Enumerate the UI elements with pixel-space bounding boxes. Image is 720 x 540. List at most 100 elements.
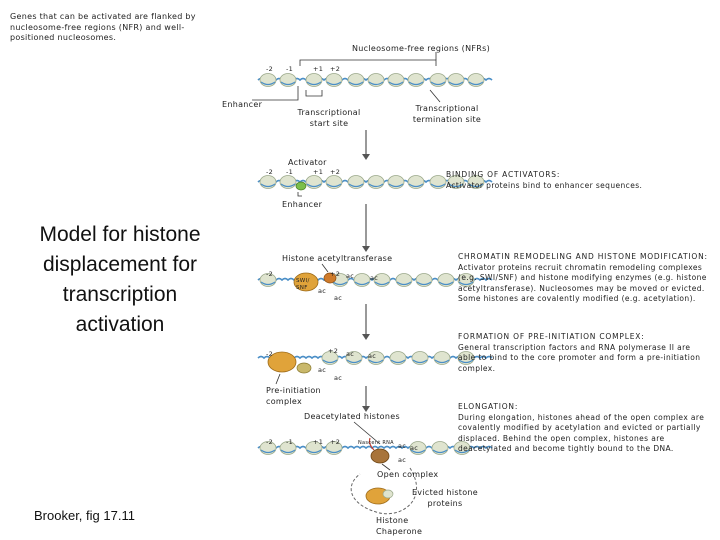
open-complex-pointer [381,463,391,471]
ac-label: ac [370,274,379,282]
nucleosome-wrap [260,281,276,286]
nucleosome-wrap [374,281,390,286]
figure-citation: Brooker, fig 17.11 [34,508,135,523]
ac-label: ac [410,444,419,452]
nucleosome-wrap [412,359,428,364]
nucleosome-wrap [448,81,464,86]
enhancer-label-2: Enhancer [282,200,323,209]
step-chromatin-remodeling: CHROMATIN REMODELING AND HISTONE MODIFIC… [458,252,716,305]
nucleosome-wrap [280,81,296,86]
nucleosome-wrap [448,183,464,188]
nucleosome-wrap [354,281,370,286]
nucleosome-wrap [468,183,484,188]
ac-label: ac [346,272,355,280]
nucleosome-wrap [388,81,404,86]
pos-label: +2 [330,65,341,73]
ac-label: ac [318,287,327,295]
pos-label: -2 [266,270,274,278]
activator-protein [295,181,307,191]
pos-label: -2 [266,168,274,176]
nucleosome-wrap [416,281,432,286]
pos-label: -1 [286,438,294,446]
nfr-label: Nucleosome-free regions (NFRs) [352,44,491,53]
nucleosome-wrap [408,183,424,188]
activator-label: Activator [288,158,327,167]
nascent-rna-strand [368,437,375,451]
hat-pointer [321,263,329,273]
pos-label: +2 [330,270,341,278]
pos-label: -2 [266,350,274,358]
evicted-histone [382,489,394,499]
step-heading: BINDING OF ACTIVATORS: [446,170,561,179]
hat-enzyme [323,272,337,284]
deacetylated-label: Deacetylated histones [304,412,400,421]
nucleosome-wrap [430,81,446,86]
nucleosome-wrap [408,81,424,86]
ac-label: ac [398,442,407,450]
ac-label: ac [334,294,343,302]
arrow-head [362,406,370,412]
ac-label: ac [334,374,343,382]
tts-pointer [429,89,441,103]
swi-snf-label: SWI/ SNF [296,278,310,291]
rna-polymerase [296,362,312,374]
pos-label: +1 [313,65,324,73]
nucleosome-wrap [454,449,470,454]
arrow-head [362,246,370,252]
enhancer-pointer [297,192,302,197]
nucleosome-wrap [388,183,404,188]
nucleosome-wrap [458,359,474,364]
pic-pointer [275,373,281,385]
nucleosome-wrap [468,81,484,86]
step-body: During elongation, histones ahead of the… [458,412,705,454]
swi-snf-complex [293,272,319,292]
nucleosome-wrap [348,183,364,188]
pre-initiation-complex [267,351,297,373]
pos-label: -2 [266,438,274,446]
arrow-head [362,334,370,340]
nucleosome-wrap [368,359,384,364]
pos-label: -2 [266,65,274,73]
pos-label: +1 [313,438,324,446]
dna-strand [257,445,493,450]
deacetylated-pointer [353,421,381,445]
step-elongation: ELONGATION: During elongation, histones … [458,402,716,455]
intro-text: Genes that can be activated are flanked … [10,12,196,42]
open-complex-shape [370,448,390,464]
step-body: Activator proteins recruit chromatin rem… [458,262,707,304]
nucleosome-wrap [326,183,342,188]
tss-bracket [305,90,323,97]
step-heading: FORMATION OF PRE-INITIATION COMPLEX: [458,332,645,341]
step-heading: ELONGATION: [458,402,519,411]
nucleosome-wrap [438,281,454,286]
nucleosome-wrap [410,449,426,454]
nucleosome-wrap [348,81,364,86]
hat-label: Histone acetyltransferase [282,254,393,263]
pos-label: +2 [328,347,339,355]
nucleosome-wrap [260,449,276,454]
nucleosome-wrap [430,183,446,188]
nucleosome-wrap [260,81,276,86]
nucleosome-wrap [306,183,322,188]
step-body: General transcription factors and RNA po… [458,342,701,373]
nucleosome-wrap [396,281,412,286]
enhancer-label-1: Enhancer [222,100,263,109]
step-pre-initiation: FORMATION OF PRE-INITIATION COMPLEX: Gen… [458,332,706,374]
arrow-head [362,154,370,160]
chaperone-label: Histone Chaperone [376,516,423,536]
nucleosome-wrap [322,359,338,364]
nucleosome-wrap [280,183,296,188]
nucleosome-wrap [434,359,450,364]
step-binding-activators: BINDING OF ACTIVATORS: Activator protein… [446,170,662,191]
ac-label: ac [346,350,355,358]
pos-label: +1 [313,168,324,176]
nucleosome-wrap [332,281,348,286]
nucleosome-wrap [280,449,296,454]
step-heading: CHROMATIN REMODELING AND HISTONE MODIFIC… [458,252,708,261]
pos-label: -1 [286,168,294,176]
ac-label: ac [398,456,407,464]
slide-title: Model for histone displacement for trans… [39,223,201,336]
ac-label: ac [368,352,377,360]
nfr-bracket [299,59,437,66]
